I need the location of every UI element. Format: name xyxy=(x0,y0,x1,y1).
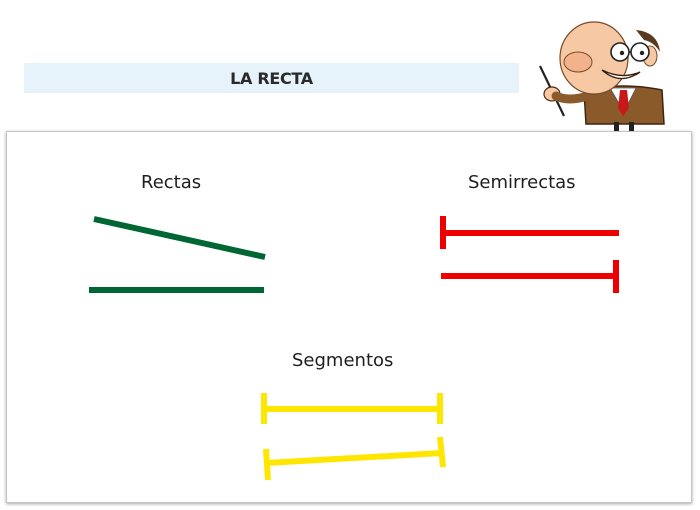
recta-line-1 xyxy=(93,216,266,260)
page-title: LA RECTA xyxy=(230,68,313,88)
heading-semirrectas: Semirrectas xyxy=(468,172,576,193)
teacher-glasses-right xyxy=(630,42,650,62)
teacher-leg-right xyxy=(629,122,634,137)
teacher-hair xyxy=(636,30,660,52)
title-bar: LA RECTA xyxy=(24,63,519,93)
lines-figure xyxy=(89,216,619,481)
teacher-leg-left xyxy=(614,122,619,137)
heading-segmentos: Segmentos xyxy=(292,350,394,371)
teacher-with-pointer-icon xyxy=(539,21,665,137)
teacher-glasses-left xyxy=(610,42,630,62)
segmento-2-end xyxy=(437,436,446,468)
teacher-pupil-left xyxy=(619,50,625,56)
content-panel: Rectas Semirrectas Segmentos xyxy=(6,131,692,503)
teacher-arm xyxy=(551,91,593,104)
teacher-nose xyxy=(563,51,593,73)
teacher-pupil-right xyxy=(639,50,645,56)
segmento-line-2 xyxy=(265,450,443,466)
teacher-smile xyxy=(601,69,641,80)
teacher-tie xyxy=(618,90,629,116)
segmento-2-start xyxy=(263,448,271,481)
heading-rectas: Rectas xyxy=(141,172,202,193)
